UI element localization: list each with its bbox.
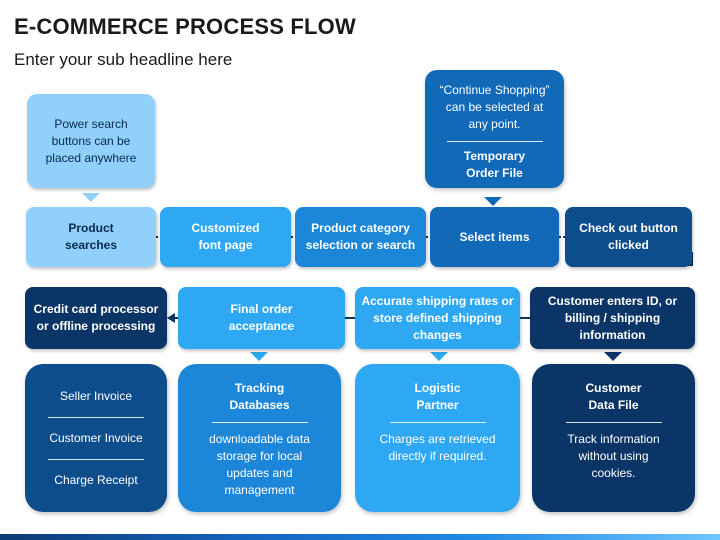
flow-step-label: Final order acceptance	[228, 302, 295, 333]
divider	[48, 459, 144, 460]
flow-step-product-searches: Product searches	[26, 207, 156, 267]
arrow-head-icon	[167, 313, 175, 323]
power-search-callout: Power search buttons can be placed anywh…	[27, 94, 155, 188]
flow-step-label: Product category selection or search	[305, 221, 416, 252]
flow-step-label: Credit card processor or offline process…	[33, 302, 159, 333]
flow-step-label: Customer enters ID, or billing / shippin…	[547, 293, 678, 342]
flow-step-label: Product searches	[64, 221, 118, 252]
callout-pointer-icon	[250, 352, 268, 361]
tracking-databases-title: Tracking Databases	[229, 381, 290, 412]
flow-step-shipping-rates: Accurate shipping rates or store defined…	[355, 287, 520, 349]
customer-data-file-text: Track information without using cookies.	[567, 432, 660, 480]
invoices-panel: Seller Invoice Customer Invoice Charge R…	[25, 364, 167, 512]
continue-shopping-text: “Continue Shopping” can be selected at a…	[439, 83, 550, 131]
flow-step-customer-enters-id: Customer enters ID, or billing / shippin…	[530, 287, 695, 349]
callout-pointer-icon	[82, 193, 100, 202]
flow-step-credit-card-processor: Credit card processor or offline process…	[25, 287, 167, 349]
callout-pointer-icon	[484, 197, 502, 206]
logistic-partner-panel: Logistic Partner Charges are retrieved d…	[355, 364, 520, 512]
flow-step-final-order-acceptance: Final order acceptance	[178, 287, 345, 349]
tracking-databases-panel: Tracking Databases downloadable data sto…	[178, 364, 341, 512]
flow-step-label: Accurate shipping rates or store defined…	[361, 293, 514, 342]
divider	[211, 422, 308, 423]
flow-step-checkout-clicked: Check out button clicked	[565, 207, 692, 267]
divider	[389, 422, 486, 423]
flow-step-label: Customized font page	[191, 221, 260, 252]
customer-invoice: Customer Invoice	[49, 431, 143, 445]
power-search-text: Power search buttons can be placed anywh…	[45, 116, 137, 165]
footer-accent-bar	[0, 534, 720, 540]
seller-invoice: Seller Invoice	[59, 389, 133, 403]
continue-shopping-callout: “Continue Shopping” can be selected at a…	[425, 70, 564, 188]
logistic-partner-title: Logistic Partner	[414, 381, 461, 412]
flow-step-product-category: Product category selection or search	[295, 207, 426, 267]
flow-step-select-items: Select items	[430, 207, 559, 267]
divider	[48, 417, 144, 418]
page-subtitle: Enter your sub headline here	[14, 50, 233, 69]
logistic-partner-text: Charges are retrieved directly if requir…	[379, 432, 496, 463]
callout-pointer-icon	[430, 352, 448, 361]
divider	[565, 422, 662, 423]
flow-step-customized-font-page: Customized font page	[160, 207, 291, 267]
divider	[446, 141, 543, 142]
tracking-databases-text: downloadable data storage for local upda…	[209, 432, 310, 497]
flow-step-label: Select items	[459, 229, 530, 244]
callout-pointer-icon	[604, 352, 622, 361]
customer-data-file-panel: Customer Data File Track information wit…	[532, 364, 695, 512]
charge-receipt: Charge Receipt	[54, 473, 138, 487]
temporary-order-file: Temporary Order File	[463, 149, 526, 180]
customer-data-file-title: Customer Data File	[585, 381, 642, 412]
page-title: E-COMMERCE PROCESS FLOW	[14, 14, 356, 39]
flow-step-label: Check out button clicked	[579, 221, 678, 252]
